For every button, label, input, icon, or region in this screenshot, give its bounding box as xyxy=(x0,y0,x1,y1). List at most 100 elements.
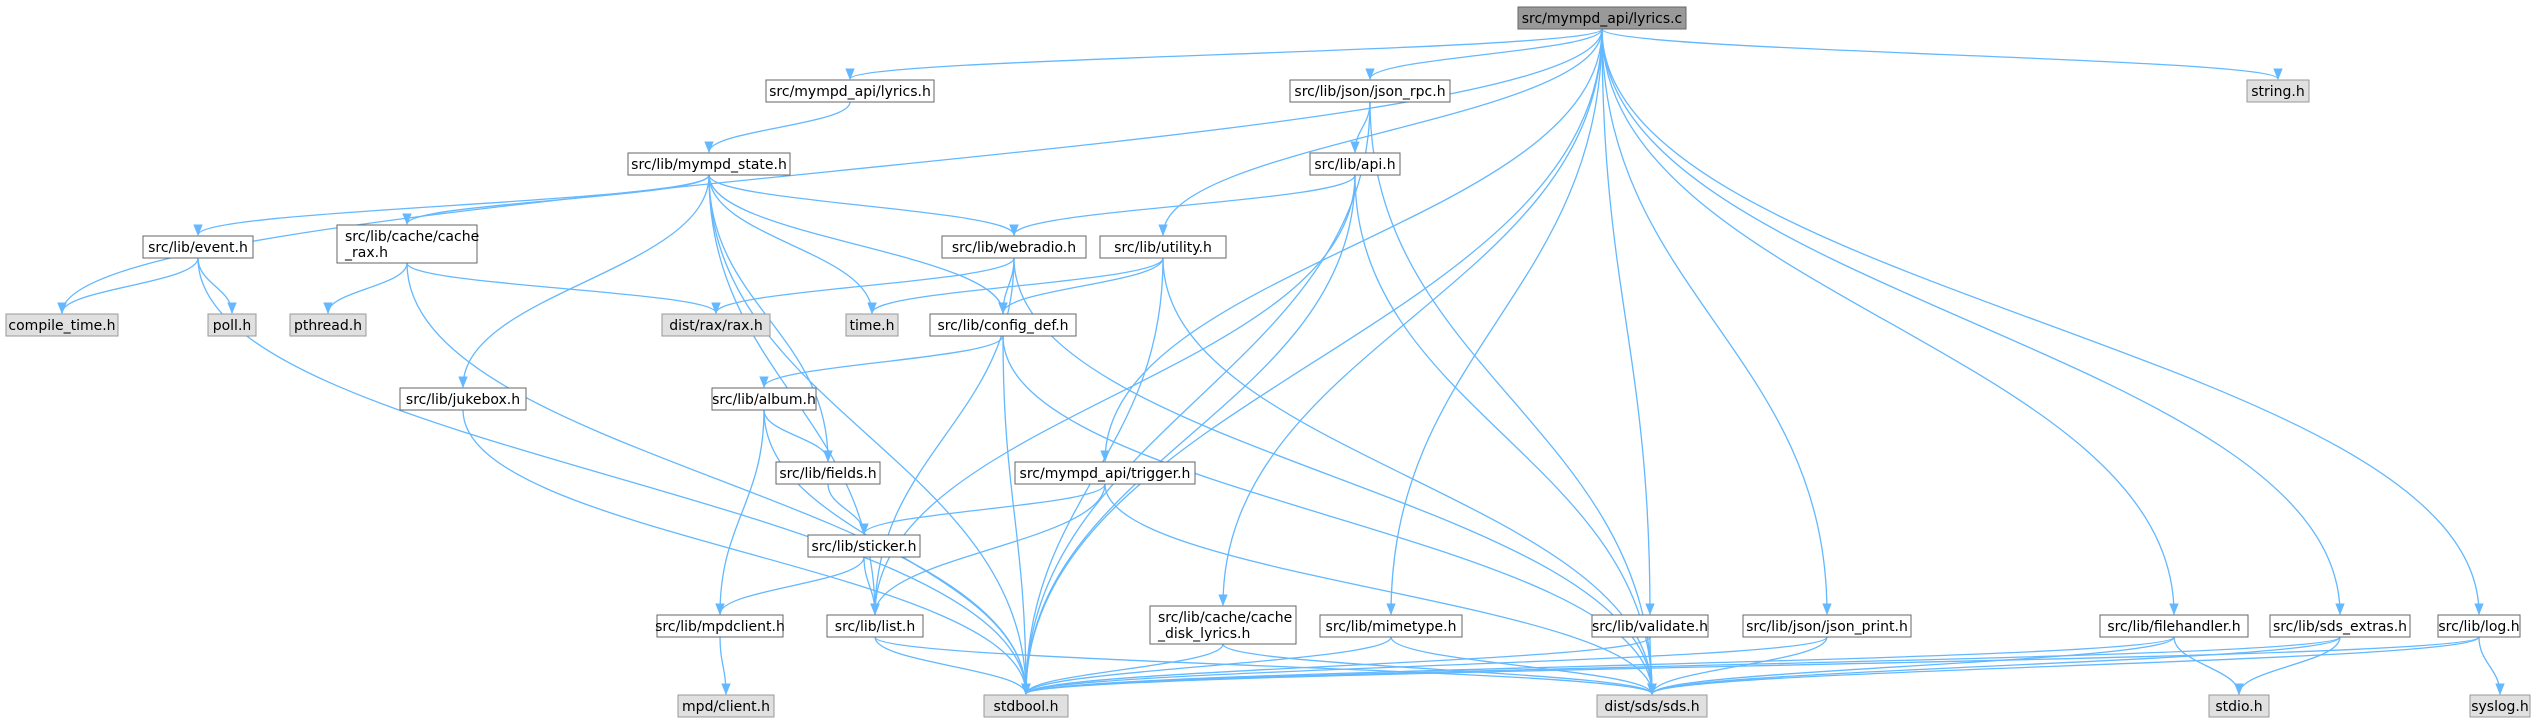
node-cache_rax[interactable]: src/lib/cache/cache_rax.h xyxy=(336,224,479,264)
edge-root-to-stdbool xyxy=(1021,28,1603,696)
node-label-mympd_state: src/lib/mympd_state.h xyxy=(631,157,787,173)
edge-mimetype-to-stdbool xyxy=(1021,636,1392,696)
edge-jukebox-to-stdbool xyxy=(462,409,1031,696)
edge-list_h-to-sds_h xyxy=(874,636,1657,696)
node-label-filehandler: src/lib/filehandler.h xyxy=(2107,619,2240,635)
node-log_h[interactable]: src/lib/log.h xyxy=(2437,614,2521,638)
node-trigger[interactable]: src/mympd_api/trigger.h xyxy=(1014,461,1196,485)
edge-root-to-string_h xyxy=(1601,28,2283,81)
edge-mympd_state-to-time_h xyxy=(708,174,877,315)
node-label-event_h: src/lib/event.h xyxy=(148,240,248,256)
node-box-poll_h xyxy=(207,313,257,337)
edge-log_h-to-syslog_h xyxy=(2478,636,2505,696)
node-box-album xyxy=(711,387,817,411)
node-json_rpc[interactable]: src/lib/json/json_rpc.h xyxy=(1289,79,1451,103)
node-box-sds_h xyxy=(1596,694,1708,718)
node-label-fields: src/lib/fields.h xyxy=(779,466,876,482)
node-box-compile_time xyxy=(5,313,119,337)
node-lyrics_h[interactable]: src/mympd_api/lyrics.h xyxy=(765,79,935,103)
edge-filehandler-to-stdio_h xyxy=(2173,636,2244,696)
edge-mympd_state-to-config_def xyxy=(708,174,1008,315)
edge-root-to-log_h xyxy=(1601,28,2484,616)
edge-config_def-to-album xyxy=(759,335,1004,389)
node-cache_disk[interactable]: src/lib/cache/cache_disk_lyrics.h xyxy=(1149,605,1297,645)
node-box-jukebox xyxy=(399,387,527,411)
node-box-time_h xyxy=(845,313,899,337)
edge-mympd_state-to-jukebox xyxy=(458,174,710,389)
node-mpdclient[interactable]: src/lib/mpdclient.h xyxy=(655,614,785,638)
edge-root-to-sds_extras xyxy=(1601,28,2345,616)
node-box-webradio xyxy=(941,235,1087,259)
node-box-cache_disk xyxy=(1149,605,1297,645)
edge-api_h-to-sds_h xyxy=(1354,174,1657,696)
edge-mympd_state-to-cache_rax xyxy=(402,174,710,226)
edge-mimetype-to-sds_h xyxy=(1390,636,1657,696)
edge-cache_disk-to-stdbool xyxy=(1021,643,1224,696)
edge-config_def-to-sds_h xyxy=(1002,335,1657,696)
node-list_h[interactable]: src/lib/list.h xyxy=(826,614,924,638)
edge-config_def-to-stdbool xyxy=(1002,335,1031,696)
node-utility[interactable]: src/lib/utility.h xyxy=(1099,235,1227,259)
edge-json_print-to-stdbool xyxy=(1021,636,1828,696)
node-mympd_state[interactable]: src/lib/mympd_state.h xyxy=(627,152,791,176)
node-rax_h: dist/rax/rax.h xyxy=(661,313,771,337)
edge-log_h-to-sds_h xyxy=(1647,636,2480,696)
node-label-rax_h: dist/rax/rax.h xyxy=(669,318,763,334)
node-config_def[interactable]: src/lib/config_def.h xyxy=(929,313,1077,337)
node-api_h[interactable]: src/lib/api.h xyxy=(1309,152,1401,176)
node-label-json_print: src/lib/json/json_print.h xyxy=(1746,619,1908,635)
edge-mpdclient-to-mpd_client xyxy=(719,636,731,696)
node-label-trigger: src/mympd_api/trigger.h xyxy=(1020,466,1191,482)
node-validate[interactable]: src/lib/validate.h xyxy=(1591,614,1709,638)
node-label-time_h: time.h xyxy=(850,318,895,334)
node-jukebox[interactable]: src/lib/jukebox.h xyxy=(399,387,527,411)
nodes-layer: src/mympd_api/lyrics.c src/mympd_api/lyri… xyxy=(5,6,2531,718)
node-mimetype[interactable]: src/lib/mimetype.h xyxy=(1319,614,1463,638)
node-filehandler[interactable]: src/lib/filehandler.h xyxy=(2099,614,2249,638)
node-box-pthread_h xyxy=(289,313,367,337)
edge-webradio-to-list_h xyxy=(870,257,1015,616)
node-box-fields xyxy=(775,461,881,485)
node-label-string_h: string.h xyxy=(2251,84,2305,100)
node-box-list_h xyxy=(826,614,924,638)
node-root: src/mympd_api/lyrics.c xyxy=(1517,6,1687,30)
edge-utility-to-time_h xyxy=(867,257,1164,315)
node-box-validate xyxy=(1591,614,1709,638)
node-box-sds_extras xyxy=(2269,614,2411,638)
node-box-rax_h xyxy=(661,313,771,337)
edge-root-to-filehandler xyxy=(1601,28,2179,616)
node-label-stdio_h: stdio.h xyxy=(2215,699,2262,715)
node-sds_h: dist/sds/sds.h xyxy=(1596,694,1708,718)
node-album[interactable]: src/lib/album.h xyxy=(711,387,817,411)
edge-trigger-to-list_h xyxy=(870,483,1106,616)
node-box-stdio_h xyxy=(2208,694,2270,718)
node-sticker[interactable]: src/lib/sticker.h xyxy=(807,534,921,558)
edge-filehandler-to-stdbool xyxy=(1021,636,2175,696)
node-box-sticker xyxy=(807,534,921,558)
node-label-api_h: src/lib/api.h xyxy=(1314,157,1395,173)
node-box-cache_rax xyxy=(336,224,478,264)
edge-log_h-to-stdbool xyxy=(1021,636,2480,696)
node-stdbool: stdbool.h xyxy=(983,694,1069,718)
node-label-pthread_h: pthread.h xyxy=(294,318,362,334)
edge-cache_rax-to-pthread_h xyxy=(323,262,408,315)
edge-mympd_state-to-stdbool xyxy=(708,174,1031,696)
node-webradio[interactable]: src/lib/webradio.h xyxy=(941,235,1087,259)
node-label-lyrics_h: src/mympd_api/lyrics.h xyxy=(769,84,931,100)
node-label-compile_time: compile_time.h xyxy=(8,318,115,334)
node-event_h[interactable]: src/lib/event.h xyxy=(142,235,254,259)
node-pthread_h: pthread.h xyxy=(289,313,367,337)
node-sds_extras[interactable]: src/lib/sds_extras.h xyxy=(2269,614,2411,638)
node-label-album: src/lib/album.h xyxy=(712,392,816,408)
edge-filehandler-to-sds_h xyxy=(1647,636,2175,696)
node-label-mpd_client: mpd/client.h xyxy=(682,699,770,715)
node-box-api_h xyxy=(1309,152,1401,176)
edge-utility-to-config_def xyxy=(998,257,1164,315)
edge-json_rpc-to-stdbool xyxy=(1021,101,1371,696)
edge-json_rpc-to-sds_h xyxy=(1369,101,1657,696)
node-json_print[interactable]: src/lib/json/json_print.h xyxy=(1742,614,1912,638)
node-fields[interactable]: src/lib/fields.h xyxy=(775,461,881,485)
edge-event_h-to-compile_time xyxy=(57,257,199,315)
edge-album-to-fields xyxy=(763,409,833,463)
edge-trigger-to-sticker xyxy=(859,483,1106,536)
